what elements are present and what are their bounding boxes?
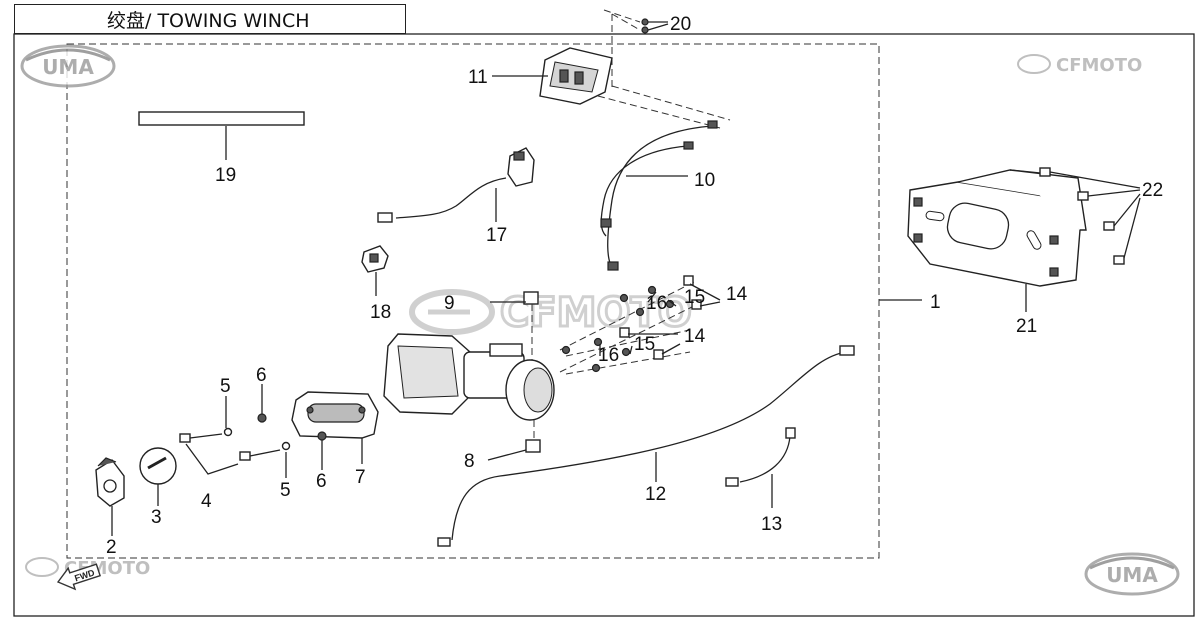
callout-22: 22 bbox=[1142, 180, 1163, 201]
callout-7: 7 bbox=[355, 467, 366, 488]
parts-4-5-6-hardware bbox=[179, 384, 327, 478]
callout-6: 6 bbox=[256, 365, 267, 386]
part-21-mount-plate bbox=[907, 169, 1087, 312]
fwd-arrow: FWD bbox=[56, 563, 101, 591]
callout-14: 14 bbox=[726, 284, 748, 305]
callout-13: 13 bbox=[761, 514, 782, 535]
part-18-clip bbox=[361, 245, 389, 296]
part-12-cable bbox=[437, 345, 855, 547]
callout-14: 14 bbox=[684, 326, 706, 347]
part-11-contactor bbox=[492, 47, 731, 129]
part-13-cable bbox=[725, 427, 796, 508]
callout-17: 17 bbox=[486, 225, 507, 246]
uma-logo-text: UMA bbox=[42, 55, 94, 79]
callout-2: 2 bbox=[106, 537, 117, 558]
callouts: 1 2 3 4 5 5 6 6 7 8 9 10 11 12 13 14 14 … bbox=[106, 14, 1163, 558]
part-2-hook bbox=[95, 457, 125, 536]
callout-1: 1 bbox=[930, 292, 941, 313]
diagram-title: 绞盘/ TOWING WINCH bbox=[14, 4, 406, 34]
callout-4: 4 bbox=[201, 491, 212, 512]
uma-logo-top-left: UMA bbox=[20, 44, 116, 88]
assembly-box bbox=[66, 43, 880, 559]
part-7-fairlead bbox=[291, 391, 379, 464]
callout-21: 21 bbox=[1016, 316, 1037, 337]
callout-11: 11 bbox=[468, 67, 488, 88]
part-19-label bbox=[138, 111, 305, 126]
cfmoto-logo-text: CFMOTO bbox=[1056, 55, 1142, 76]
part-3-cover bbox=[139, 447, 177, 506]
callout-19: 19 bbox=[215, 165, 236, 186]
callout-16: 16 bbox=[598, 345, 619, 366]
callout-5: 5 bbox=[220, 376, 231, 397]
callout-10: 10 bbox=[694, 170, 715, 191]
callout-12: 12 bbox=[645, 484, 666, 505]
uma-logo-text: UMA bbox=[1106, 563, 1158, 587]
outer-frame bbox=[13, 33, 1195, 617]
callout-3: 3 bbox=[151, 507, 162, 528]
part-17-switch bbox=[377, 147, 535, 223]
callout-20: 20 bbox=[670, 14, 691, 35]
callout-5: 5 bbox=[280, 480, 291, 501]
callout-16: 16 bbox=[646, 293, 667, 314]
callout-8: 8 bbox=[464, 451, 475, 472]
callout-15: 15 bbox=[634, 334, 655, 355]
fasteners-upper bbox=[619, 275, 721, 317]
winch-body bbox=[383, 281, 695, 461]
part-20-nuts bbox=[603, 9, 669, 90]
uma-logo-bottom-right: UMA bbox=[1084, 552, 1180, 596]
callout-18: 18 bbox=[370, 302, 391, 323]
callout-9: 9 bbox=[444, 293, 455, 314]
part-22-bolts bbox=[1039, 167, 1141, 265]
part-10-cables bbox=[600, 120, 718, 271]
callout-15: 15 bbox=[684, 287, 705, 308]
cfmoto-logo-top-right: CFMOTO bbox=[1017, 54, 1142, 76]
fasteners-lower bbox=[561, 327, 681, 373]
callout-6: 6 bbox=[316, 471, 327, 492]
